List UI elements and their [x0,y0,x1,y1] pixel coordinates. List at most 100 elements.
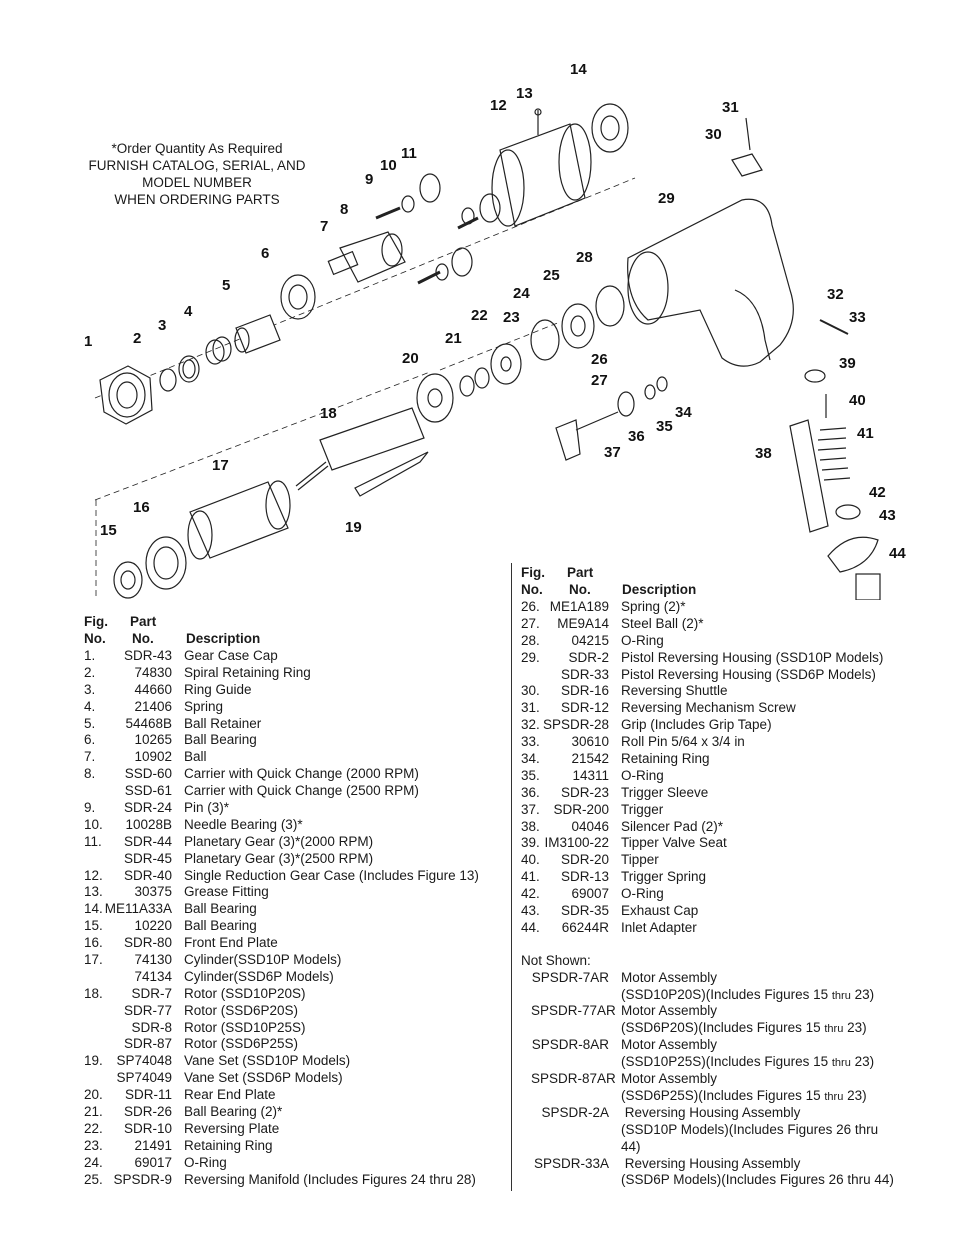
part-description-continued: 44) [621,1138,641,1154]
table-row-continued: (SSD10P20S)(Includes Figures 15 thru 23) [521,987,921,1004]
callout-28: 28 [576,249,593,266]
part-description: O-Ring [621,632,664,648]
part-number: SDR-23 [560,784,609,800]
part-number: SDR-77 [123,1002,172,1018]
fig-number: 32. [521,717,540,733]
not-shown-label: Not Shown: [521,953,921,970]
fig-number: 9. [84,800,96,816]
callout-34: 34 [675,404,692,421]
callout-8: 8 [340,201,348,218]
part-number: SDR-7 [131,985,172,1001]
callout-32: 32 [827,286,844,303]
part-description-continued: (SSD6P20S)(Includes Figures 15 [621,1020,821,1036]
part-number: ME1A189 [549,599,609,614]
callout-11: 11 [401,145,417,162]
part-number: 21542 [571,751,609,767]
table-row: 42. 69007 O-Ring [521,886,921,903]
parts-table-right: Fig. No. Part No. Description 26.ME1A189… [521,565,921,1189]
part-description: Ball Bearing [184,918,257,934]
range-end: 23) [854,1054,875,1070]
part-number: SDR-12 [560,700,609,716]
part-number: SDR-26 [123,1104,172,1120]
part-description: Trigger [621,801,664,817]
part-number: SDR-10 [123,1120,172,1136]
part-description: Vane Set (SSD6P Models) [184,1070,343,1086]
note-line: FURNISH CATALOG, SERIAL, AND [88,158,306,173]
part-description: Cylinder(SSD10P Models) [184,952,342,968]
part-description: Ball Bearing (2)* [184,1104,283,1120]
part-description: Planetary Gear (3)*(2000 RPM) [184,833,374,849]
part-description: Rotor (SSD10P25S) [184,1019,306,1035]
fig-number: 31. [521,700,540,716]
part-number: SPSDR-77AR [531,1003,616,1019]
part-description: Spring [184,698,224,714]
part-number: 69007 [571,886,609,902]
header-part-no: No. [569,582,591,597]
thru-text: thru [824,1090,844,1103]
part-number: 04046 [571,818,609,834]
part-number: ME11A33A [104,901,172,917]
table-row-continued: (SSD6P20S)(Includes Figures 15 thru 23) [521,1020,921,1037]
part-description: Tipper Valve Seat [621,835,727,851]
fig-number: 22. [84,1120,103,1136]
part-number: 10265 [134,732,172,748]
fig-number: 7. [84,749,96,765]
range-end: 23) [847,1020,867,1036]
part-description: Cylinder(SSD6P Models) [184,968,334,984]
part-description: Single Reduction Gear Case (Includes Fig… [184,867,479,883]
description-wrap: (SSD10P20S)(Includes Figures 15 thru 23) [621,987,874,1005]
part-number: 66244R [561,919,609,935]
fig-number: 15. [84,918,103,934]
part-description: Carrier with Quick Change (2000 RPM) [184,766,419,782]
part-number: 10028B [125,816,172,832]
part-description: O-Ring [621,886,664,902]
part-number: SPSDR-8AR [531,1037,609,1053]
fig-number: 42. [521,886,540,902]
header-part: Part [567,565,594,580]
fig-number: 5. [84,715,96,731]
callout-18: 18 [320,405,337,422]
range-end: 23) [854,986,875,1002]
callout-15: 15 [100,522,117,539]
fig-number: 35. [521,767,540,783]
fig-number: 19. [84,1053,103,1069]
callout-10: 10 [380,157,397,174]
part-number: SP74048 [116,1053,172,1069]
callout-16: 16 [133,499,150,516]
part-number: SDR-43 [123,648,172,663]
callout-31: 31 [722,99,739,116]
part-description: Ring Guide [184,681,252,697]
fig-number: 38. [521,818,540,834]
part-description: Rotor (SSD10P20S) [184,985,306,1001]
part-number: SDR-80 [123,935,172,951]
part-number: 74130 [134,952,172,968]
fig-number: 41. [521,869,540,885]
callout-27: 27 [591,372,608,389]
fig-number: 21. [84,1104,103,1120]
part-description: Reversing Housing Assembly [621,1155,801,1171]
part-description: Trigger Spring [621,869,707,885]
part-number: SDR-24 [123,800,172,816]
part-description: Rotor (SSD6P25S) [184,1036,299,1052]
note-line: MODEL NUMBER [142,175,252,190]
callout-29: 29 [658,190,675,207]
fig-number: 34. [521,751,540,767]
fig-number: 11. [84,833,102,849]
